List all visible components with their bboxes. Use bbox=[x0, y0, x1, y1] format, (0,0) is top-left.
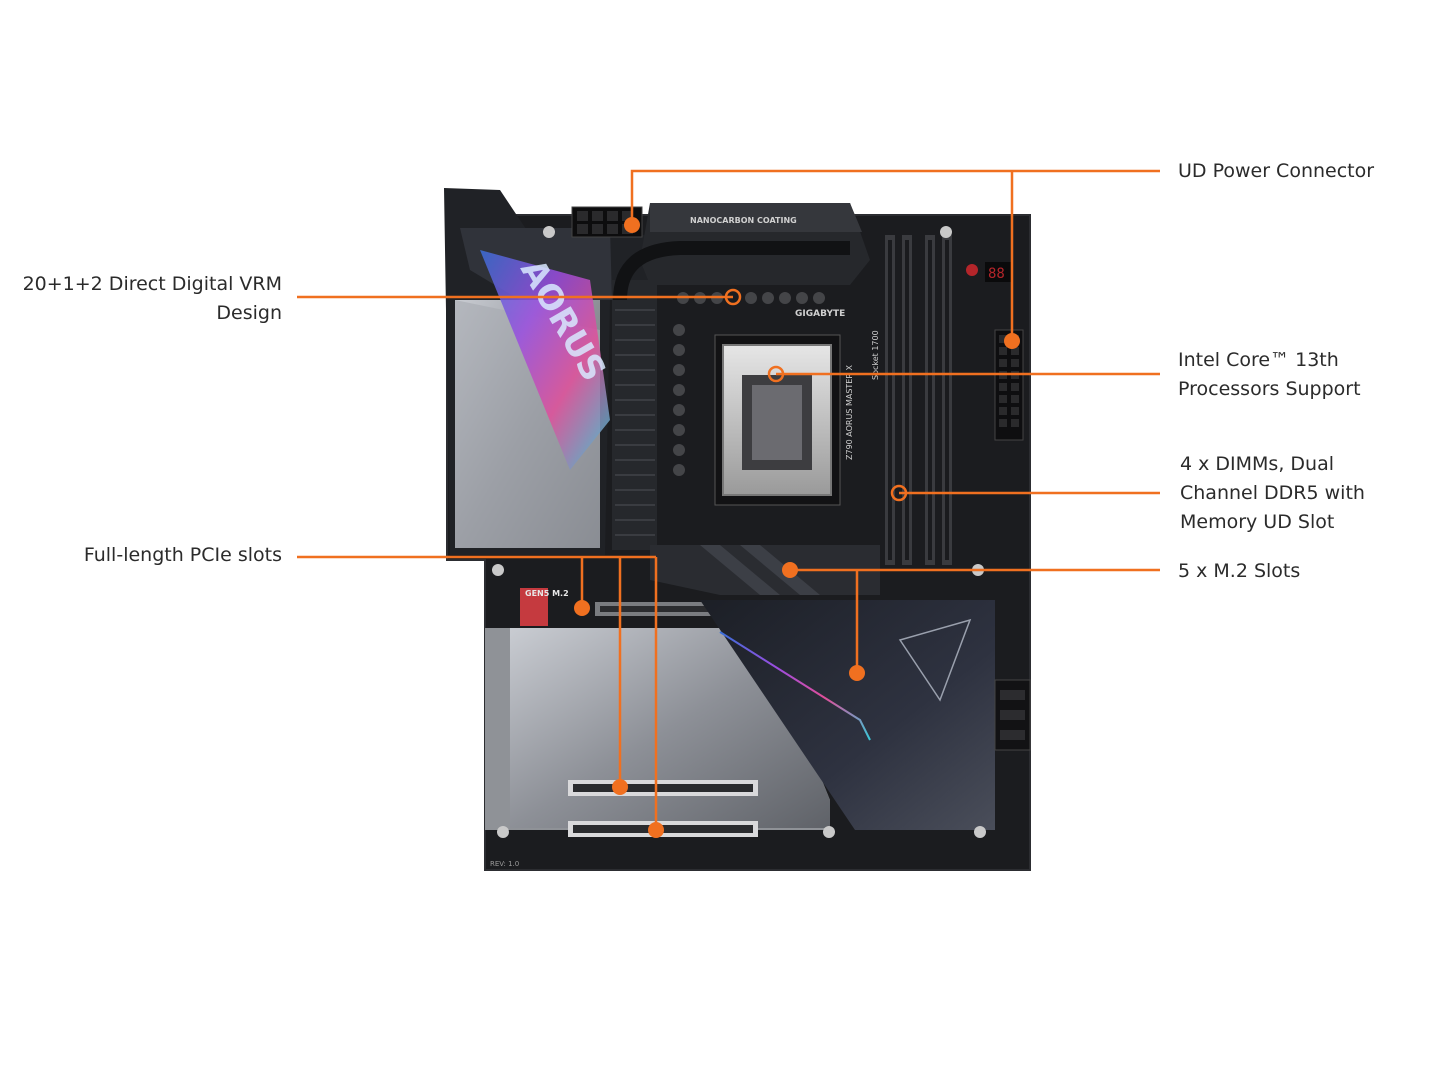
callout-line: Processors Support bbox=[1178, 378, 1361, 400]
callout-m2: 5 x M.2 Slots bbox=[1178, 557, 1300, 586]
rev-label: REV: 1.0 bbox=[490, 860, 519, 868]
io-shroud: AORUS bbox=[444, 188, 650, 555]
callout-leaders bbox=[297, 169, 1160, 830]
callout-line: Channel DDR5 with bbox=[1180, 482, 1365, 504]
brand-label: GIGABYTE bbox=[795, 309, 845, 319]
callout-dots bbox=[574, 217, 1020, 838]
callout-line: 5 x M.2 Slots bbox=[1178, 560, 1301, 582]
callout-pcie: Full-length PCIe slots bbox=[20, 541, 282, 570]
debug-led-display: 88 bbox=[966, 262, 1013, 282]
callout-power-connector: UD Power Connector bbox=[1178, 157, 1374, 186]
callout-line: 4 x DIMMs, Dual bbox=[1180, 453, 1335, 475]
callout-line: 20+1+2 Direct Digital VRM bbox=[22, 273, 282, 295]
callout-line: Design bbox=[216, 302, 282, 324]
cpu-socket: GIGABYTE Z790 AORUS MASTER X Socket 1700 bbox=[714, 309, 880, 506]
pcie-slot-2 bbox=[568, 780, 758, 796]
callout-line: UD Power Connector bbox=[1178, 160, 1375, 182]
model-label: Z790 AORUS MASTER X bbox=[845, 365, 854, 460]
socket-label: Socket 1700 bbox=[871, 330, 880, 380]
nanocarbon-label: NANOCARBON COATING bbox=[690, 216, 797, 225]
dimm-slots bbox=[885, 235, 952, 565]
heatpipe bbox=[613, 241, 850, 301]
callout-rings bbox=[724, 288, 908, 502]
vrm-chokes bbox=[673, 292, 825, 476]
sata-ports bbox=[994, 679, 1031, 751]
gen5-label: GEN5 M.2 bbox=[525, 589, 569, 598]
callout-dimm: 4 x DIMMs, Dual Channel DDR5 with Memory… bbox=[1180, 450, 1365, 537]
vrm-heatsink: NANOCARBON COATING bbox=[612, 203, 870, 550]
callout-line: Full-length PCIe slots bbox=[83, 544, 282, 566]
callout-vrm: 20+1+2 Direct Digital VRM Design bbox=[20, 270, 282, 328]
callout-line: Intel Core™ 13th bbox=[1178, 349, 1339, 371]
m2-heatsink-top bbox=[650, 545, 880, 595]
callout-cpu: Intel Core™ 13th Processors Support bbox=[1178, 346, 1361, 404]
svg-text:88: 88 bbox=[988, 266, 1005, 282]
callout-line: Memory UD Slot bbox=[1180, 511, 1335, 533]
lower-heatsink bbox=[485, 600, 995, 830]
